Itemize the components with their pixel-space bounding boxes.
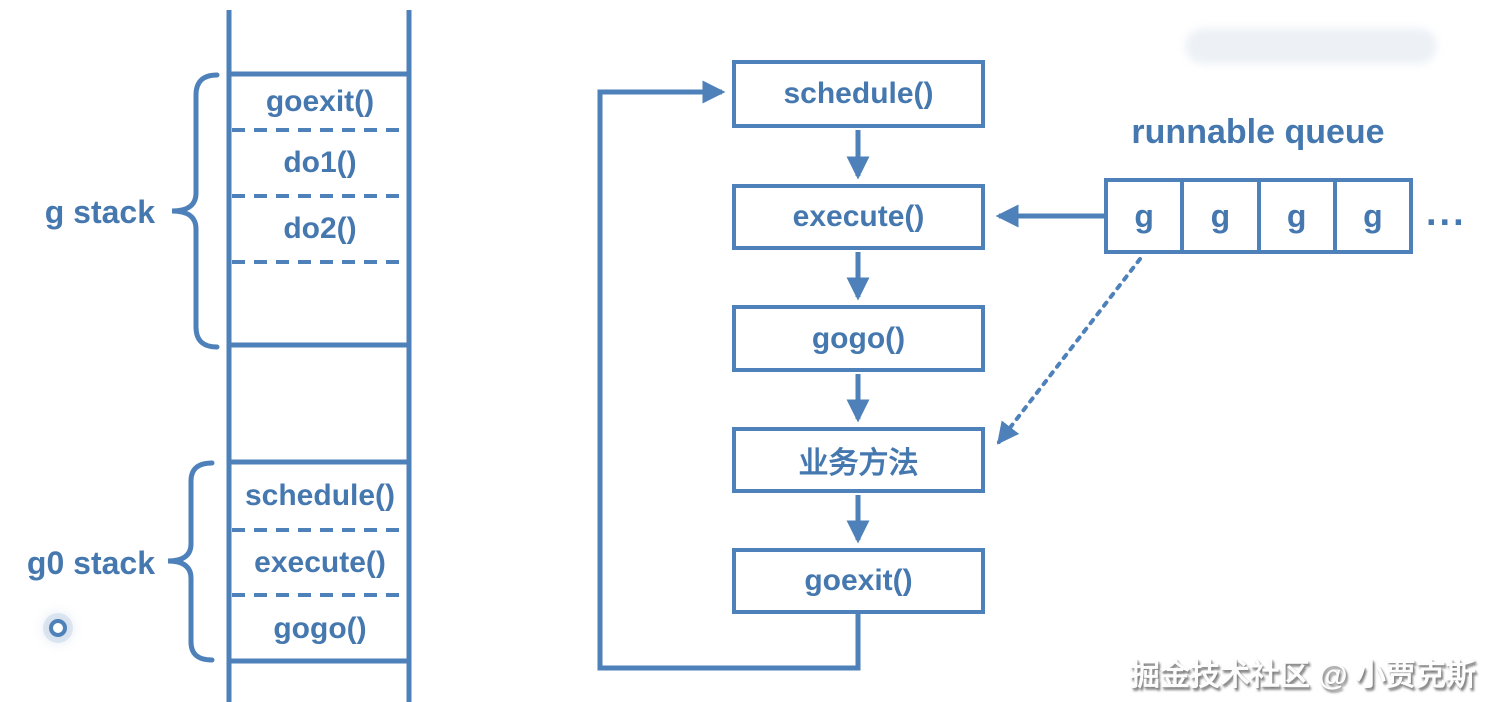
runnable-queue: g g g g bbox=[1104, 178, 1413, 254]
queue-to-business-dotted-arrow bbox=[996, 257, 1142, 445]
g-stack-label: g stack bbox=[44, 194, 155, 230]
runnable-queue-title: runnable queue bbox=[1131, 113, 1385, 151]
queue-cell-g: g bbox=[1180, 178, 1261, 254]
g0-stack-brace bbox=[167, 460, 215, 663]
flow-node-business-method: 业务方法 bbox=[732, 427, 985, 493]
queue-cell-g: g bbox=[1104, 178, 1185, 254]
flow-node-gogo: gogo() bbox=[732, 305, 985, 372]
flow-node-execute: execute() bbox=[732, 184, 985, 250]
g-stack-frame-do2: do2() bbox=[283, 212, 357, 245]
queue-cell-g: g bbox=[1256, 178, 1337, 254]
flow-node-schedule: schedule() bbox=[732, 60, 985, 128]
watermark-text: 掘金技术社区 @ 小贾克斯 bbox=[1130, 659, 1476, 692]
g-stack-frame-goexit: goexit() bbox=[265, 85, 375, 118]
queue-ellipsis: ... bbox=[1426, 192, 1467, 234]
stack-dashed-separators bbox=[232, 128, 407, 597]
flow-node-goexit: goexit() bbox=[732, 548, 985, 614]
g0-stack-frame-schedule: schedule() bbox=[244, 479, 396, 512]
g0-stack-frame-gogo: gogo() bbox=[273, 612, 367, 645]
g0-stack-frame-execute: execute() bbox=[254, 546, 386, 579]
g-stack-frame-do1: do1() bbox=[283, 146, 357, 179]
cursor-dot bbox=[49, 619, 67, 637]
queue-cell-g: g bbox=[1332, 178, 1413, 254]
g0-stack-label: g0 stack bbox=[26, 545, 155, 581]
highlight-smudge bbox=[1185, 28, 1437, 64]
g-stack-brace bbox=[171, 72, 220, 350]
